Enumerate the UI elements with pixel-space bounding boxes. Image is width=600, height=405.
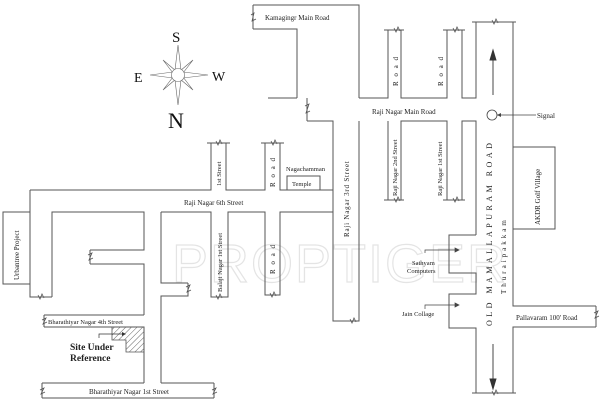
label-raji-nagar-6th-street: Raji Nagar 6th Street [184,199,243,207]
akdr-golf-village-box [512,146,556,230]
compass-south: S [172,30,180,46]
label-raji-nagar-2nd-street: Raji Nagar 2nd Street [392,139,399,196]
label-pallavaram-road: Pallavaram 100' Road [516,314,578,322]
label-bharathiyar-nagar-4th-street: Bharathiyar Nagar 4th Street [48,319,123,326]
compass-north: N [168,108,184,133]
compass-rose: S E W N [134,30,226,133]
compass-west: W [212,70,226,85]
label-road-2: R o a d [437,55,445,86]
label-site-under: Site Under [70,343,114,353]
label-sathyam: Sathyam [412,260,435,267]
label-jain-college: Jain Collage [402,311,434,318]
label-thuraipakkam: Thuraipakkam [500,217,508,294]
label-raji-nagar-3rd-street: Raji Nagar 3rd Street [343,161,351,237]
direction-arrows [489,48,497,391]
label-raji-nagar-main-road: Raji Nagar Main Road [372,108,436,116]
label-bharathiyar-nagar-1st-street: Bharathiyar Nagar 1st Street [89,388,169,396]
road-network [2,4,597,399]
signal-marker: Signal [486,109,555,121]
sathyam-computers-pointer [424,247,460,253]
signal-icon [486,109,498,121]
signal-label: Signal [537,112,555,120]
label-urbantree-project: Urbantree Project [13,230,21,280]
break-markers [37,12,600,396]
label-computers: Computers [407,268,436,275]
label-balaji-nagar-1st-street: Balaji Nagar 1st Street [217,233,224,292]
label-temple: Temple [292,181,312,188]
label-raji-nagar-1st-street: Raji Nagar 1st Street [437,141,444,196]
label-akdr-golf-village: AKDR Golf Village [534,169,542,225]
site-hatched-plot [111,326,145,353]
label-nagachamman: Nagachamman [286,166,326,173]
label-old-mamallapuram-road: OLD MAMALLAPURAM ROAD [485,140,494,326]
watermark: PROPTIGER [172,234,508,294]
label-kamagingr-main-road: Kamagingr Main Road [265,14,330,22]
label-reference: Reference [70,354,110,364]
site-under-reference: Site Under Reference [70,326,145,364]
compass-star-icon [149,44,209,106]
jain-college-pointer [424,302,460,309]
label-road-4: R o a d [269,243,277,274]
compass-east: E [134,71,143,86]
label-road-3: R o a d [269,156,277,187]
label-1st-street-upper: 1st Street [216,161,223,186]
label-road-1: R o a d [392,55,400,86]
